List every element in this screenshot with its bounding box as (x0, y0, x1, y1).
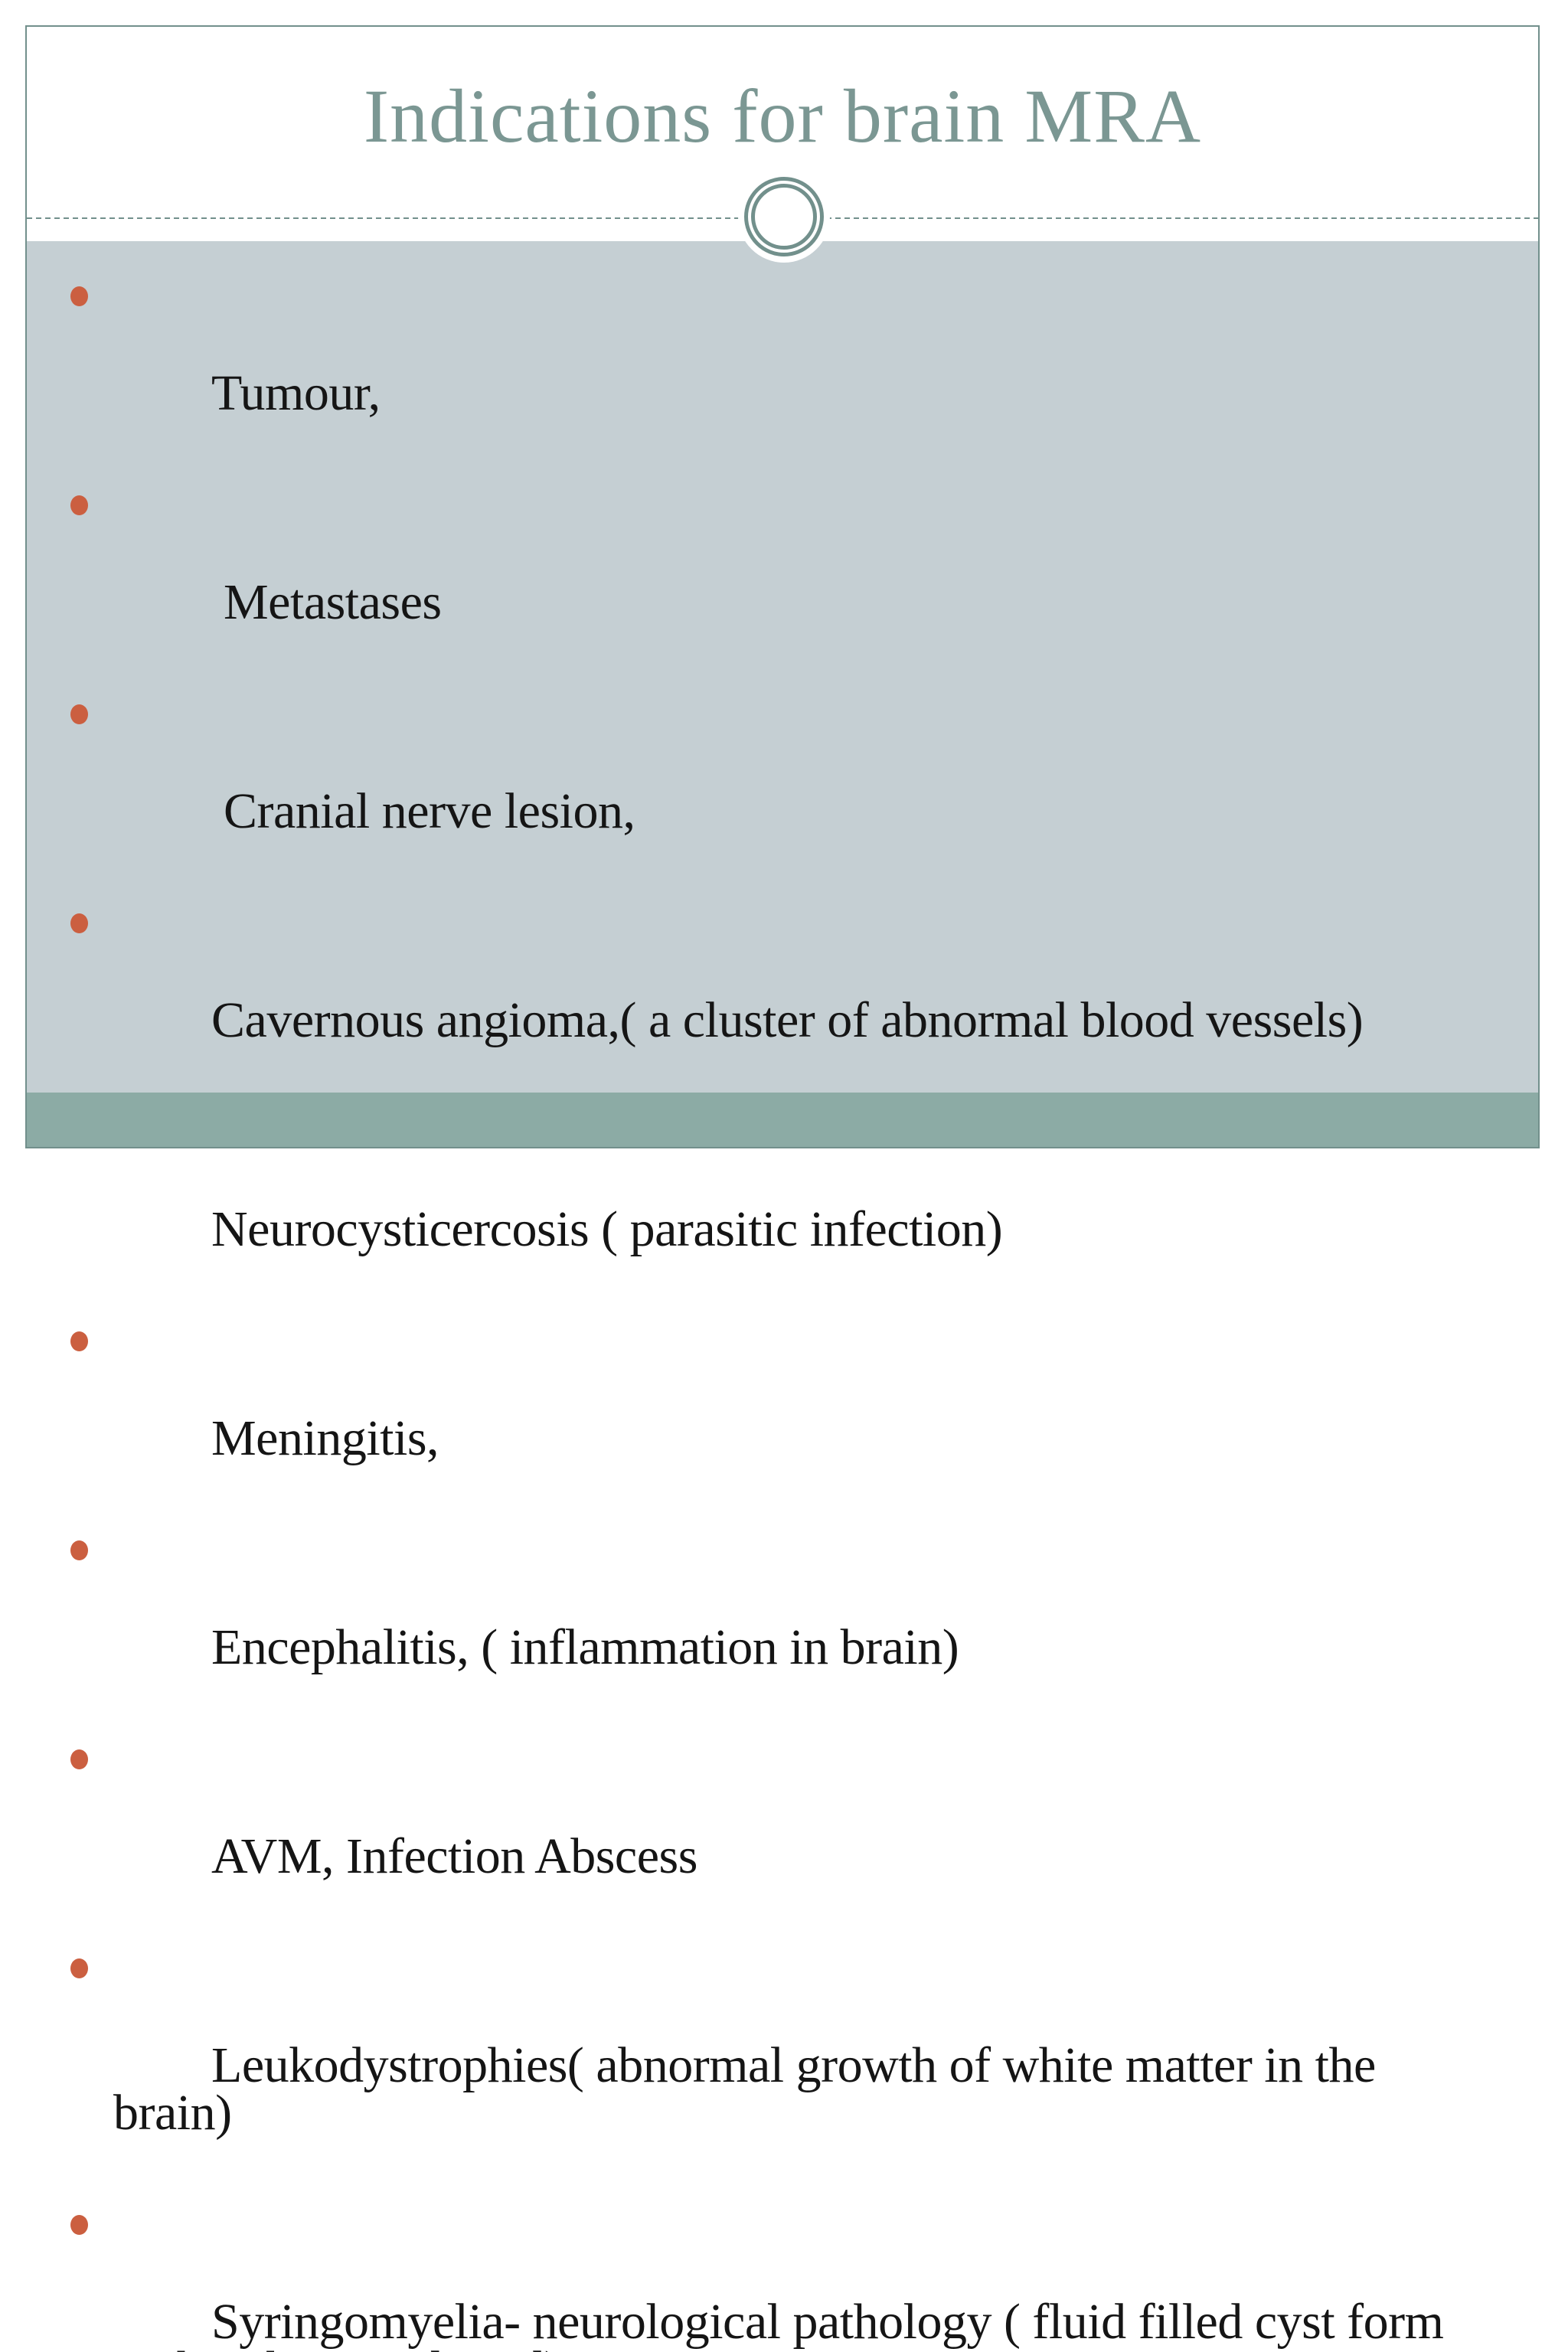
list-item: Encephalitis, ( inflammation in brain) (70, 1529, 1500, 1719)
bullet-icon (70, 1958, 88, 1978)
list-item-text: Leukodystrophies( abnormal growth of whi… (113, 2037, 1376, 2141)
slide-body: Tumour, Metastases Cranial nerve lesion,… (27, 241, 1538, 2352)
list-item-text: Syringomyelia- neurological pathology ( … (113, 2294, 1444, 2352)
bullet-icon (70, 1331, 88, 1351)
list-item-text: AVM, Infection Abscess (211, 1828, 697, 1884)
list-item: Syringomyelia- neurological pathology ( … (70, 2203, 1500, 2352)
list-item-text: Meningitis, (211, 1410, 439, 1466)
list-item: Metastases (70, 484, 1500, 674)
footer-band (27, 1093, 1538, 1147)
list-item: AVM, Infection Abscess (70, 1738, 1500, 1928)
list-item-text: Cranial nerve lesion, (211, 783, 635, 839)
bullet-icon (70, 2215, 88, 2235)
bullet-icon (70, 495, 88, 515)
list-item-text: Tumour, (211, 365, 381, 421)
page-background: { "title": "Indications for brain MRA", … (25, 25, 1540, 2352)
divider-circle-icon (738, 171, 830, 263)
list-item-text: Metastases (211, 574, 442, 630)
slide: Indications for brain MRA Tumour, Metast… (25, 25, 1540, 2352)
list-item-text: Neurocysticercosis ( parasitic infection… (211, 1201, 1003, 1257)
slide-title: Indications for brain MRA (363, 74, 1202, 158)
list-item: Cavernous angioma,( a cluster of abnorma… (70, 902, 1500, 1092)
list-item: Leukodystrophies( abnormal growth of whi… (70, 1947, 1500, 2184)
circle-inner-ring (751, 184, 817, 250)
bullet-icon (70, 704, 88, 724)
bullet-icon (70, 913, 88, 933)
circle-outer-ring (744, 177, 824, 256)
bullet-list: Tumour, Metastases Cranial nerve lesion,… (27, 241, 1538, 2352)
list-item-text: Cavernous angioma,( a cluster of abnorma… (211, 992, 1364, 1048)
list-item-text: Encephalitis, ( inflammation in brain) (211, 1619, 959, 1675)
bullet-icon (70, 286, 88, 306)
list-item: Tumour, (70, 275, 1500, 465)
bullet-icon (70, 1749, 88, 1769)
bullet-icon (70, 1540, 88, 1560)
list-item: Cranial nerve lesion, (70, 693, 1500, 883)
list-item: Meningitis, (70, 1320, 1500, 1510)
